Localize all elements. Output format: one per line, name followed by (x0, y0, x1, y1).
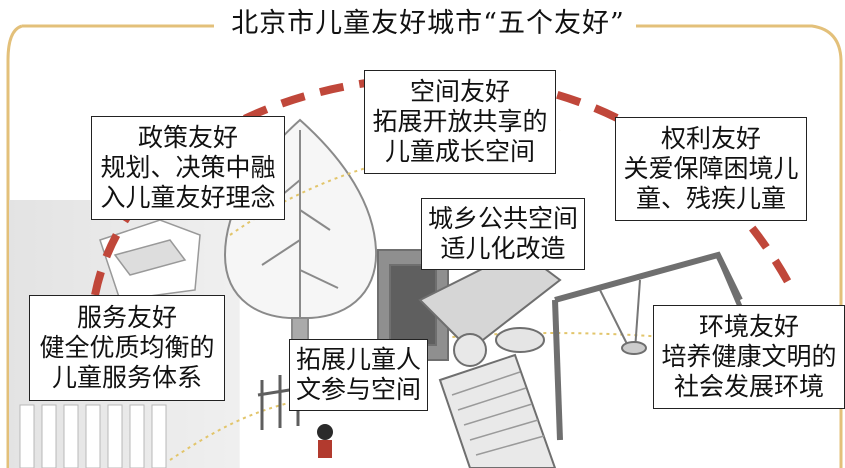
urban-rural-line-1: 城乡公共空间 (427, 204, 578, 233)
urban-rural-space-box: 城乡公共空间 适儿化改造 (421, 198, 585, 270)
humanities-line-1: 拓展儿童人 (295, 345, 421, 374)
space-friendly-title: 空间友好 (409, 77, 510, 106)
space-friendly-line-2: 儿童成长空间 (384, 137, 535, 166)
service-friendly-box: 服务友好 健全优质均衡的 儿童服务体系 (29, 295, 225, 401)
policy-friendly-box: 政策友好 规划、决策中融 入儿童友好理念 (91, 116, 285, 220)
rights-friendly-line-2: 童、残疾儿童 (635, 184, 786, 213)
policy-friendly-title: 政策友好 (137, 123, 238, 152)
service-friendly-line-1: 健全优质均衡的 (39, 333, 215, 362)
child-figure (317, 424, 333, 458)
humanities-line-2: 文参与空间 (295, 375, 421, 404)
policy-friendly-line-1: 规划、决策中融 (100, 153, 276, 182)
rights-friendly-title: 权利友好 (660, 124, 761, 153)
space-friendly-line-1: 拓展开放共享的 (372, 107, 548, 136)
rights-friendly-line-1: 关爱保障困境儿 (623, 154, 799, 183)
rights-friendly-box: 权利友好 关爱保障困境儿 童、残疾儿童 (615, 117, 807, 221)
car-shape (99, 219, 201, 301)
service-friendly-line-2: 儿童服务体系 (51, 363, 202, 392)
environment-friendly-line-2: 社会发展环境 (673, 372, 824, 401)
crosswalk-stripes (19, 404, 167, 468)
service-friendly-title: 服务友好 (76, 303, 177, 332)
golden-frame (6, 24, 843, 468)
environment-friendly-title: 环境友好 (698, 312, 799, 341)
environment-friendly-box: 环境友好 培养健康文明的 社会发展环境 (653, 305, 845, 409)
diagram-title: 北京市儿童友好城市“五个友好” (228, 4, 628, 44)
humanities-space-box: 拓展儿童人 文参与空间 (289, 339, 428, 411)
environment-friendly-line-1: 培养健康文明的 (661, 342, 837, 371)
space-friendly-box: 空间友好 拓展开放共享的 儿童成长空间 (364, 70, 556, 174)
urban-rural-line-2: 适儿化改造 (440, 234, 566, 263)
policy-friendly-line-2: 入儿童友好理念 (100, 183, 276, 212)
